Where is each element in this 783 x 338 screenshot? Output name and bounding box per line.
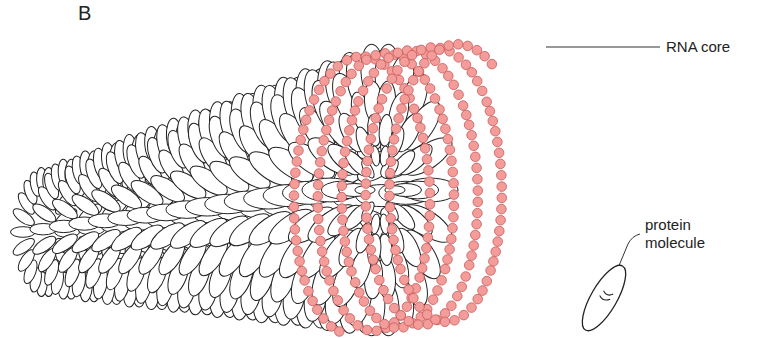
rna-helix: [289, 40, 507, 337]
panel-letter: B: [78, 4, 108, 22]
leader-line: [618, 234, 640, 268]
part-label: protein molecule: [645, 216, 720, 252]
protein-coat: [11, 44, 459, 337]
leader-line: [546, 47, 660, 48]
part-label: RNA core: [666, 38, 776, 56]
protein-molecule-shape: [574, 259, 634, 336]
